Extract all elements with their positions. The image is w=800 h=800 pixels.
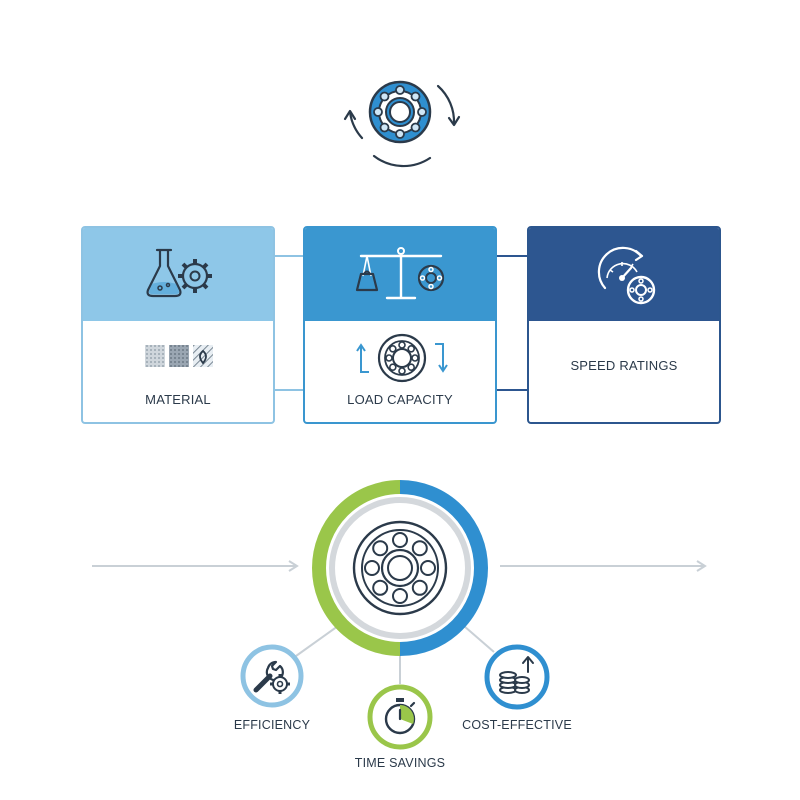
speed-ratings-card-header bbox=[529, 228, 719, 321]
speed-ratings-label: SPEED RATINGS bbox=[570, 358, 678, 373]
hub-ring-green-segment bbox=[312, 480, 401, 656]
cost-effective-label: COST-EFFECTIVE bbox=[462, 718, 572, 732]
material-label: MATERIAL bbox=[145, 392, 211, 407]
efficiency-badge bbox=[240, 644, 304, 708]
hub-ring-blue-segment bbox=[399, 480, 488, 656]
bearing-icon bbox=[352, 520, 448, 616]
load-capacity-card: LOAD CAPACITY bbox=[303, 226, 497, 424]
efficiency-label: EFFICIENCY bbox=[233, 718, 311, 732]
bearing-ball bbox=[372, 579, 389, 596]
bearing-ball bbox=[392, 588, 408, 604]
stopwatch-icon bbox=[384, 698, 416, 735]
bearing-ball bbox=[364, 560, 380, 576]
bearing-ball bbox=[372, 540, 389, 557]
bearing-ball bbox=[392, 532, 408, 548]
central-bearing-hub bbox=[310, 478, 490, 658]
material-swatches-icon bbox=[145, 344, 215, 370]
material-card: MATERIAL bbox=[81, 226, 275, 424]
cost-effective-badge bbox=[484, 644, 550, 710]
load-capacity-card-header bbox=[305, 228, 495, 321]
coins-up-arrow-icon bbox=[499, 656, 534, 694]
wrench-gear-icon bbox=[253, 660, 290, 694]
balance-scale-icon bbox=[353, 244, 449, 306]
bearing-ball bbox=[420, 560, 436, 576]
speed-ratings-card: SPEED RATINGS bbox=[527, 226, 721, 424]
load-capacity-label: LOAD CAPACITY bbox=[347, 392, 453, 407]
speedometer-bearing-icon bbox=[593, 242, 663, 308]
time-savings-label: TIME SAVINGS bbox=[354, 756, 446, 770]
material-card-header bbox=[83, 228, 273, 321]
bearing-ball bbox=[411, 579, 428, 596]
rotating-bearing-icon bbox=[330, 78, 470, 178]
bearing-load-arrows-icon bbox=[355, 332, 449, 384]
time-savings-badge bbox=[367, 684, 433, 750]
bearing-ball bbox=[411, 540, 428, 557]
flask-gear-icon bbox=[143, 244, 217, 304]
